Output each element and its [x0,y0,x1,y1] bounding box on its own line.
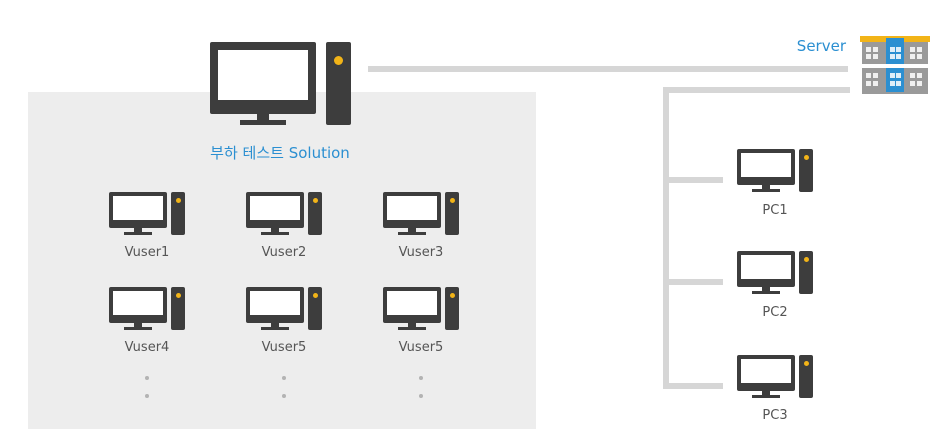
ellipsis-dot [145,394,149,398]
vuser-label: Vuser5 [398,340,444,355]
load-test-panel [28,92,536,429]
server-building-icon [860,36,930,96]
connector-server-branch [663,87,850,93]
connector-vertical-trunk [663,87,669,389]
ellipsis-dot [282,394,286,398]
vuser-label: Vuser3 [398,245,444,260]
ellipsis-dot [282,376,286,380]
connector-to-pc1 [663,177,723,183]
ellipsis-dot [419,376,423,380]
server-label: Server [796,37,846,55]
connector-to-pc2 [663,279,723,285]
vuser-label: Vuser1 [124,245,170,260]
connector-to-pc3 [663,383,723,389]
connector-main-to-server [368,66,848,72]
load-test-title: 부하 테스트 Solution [210,144,350,162]
pc3-label: PC3 [762,408,788,423]
ellipsis-dot [145,376,149,380]
pc1-label: PC1 [762,203,788,218]
ellipsis-dot [419,394,423,398]
pc2-label: PC2 [762,305,788,320]
vuser-label: Vuser5 [261,340,307,355]
vuser-label: Vuser4 [124,340,170,355]
vuser-label: Vuser2 [261,245,307,260]
